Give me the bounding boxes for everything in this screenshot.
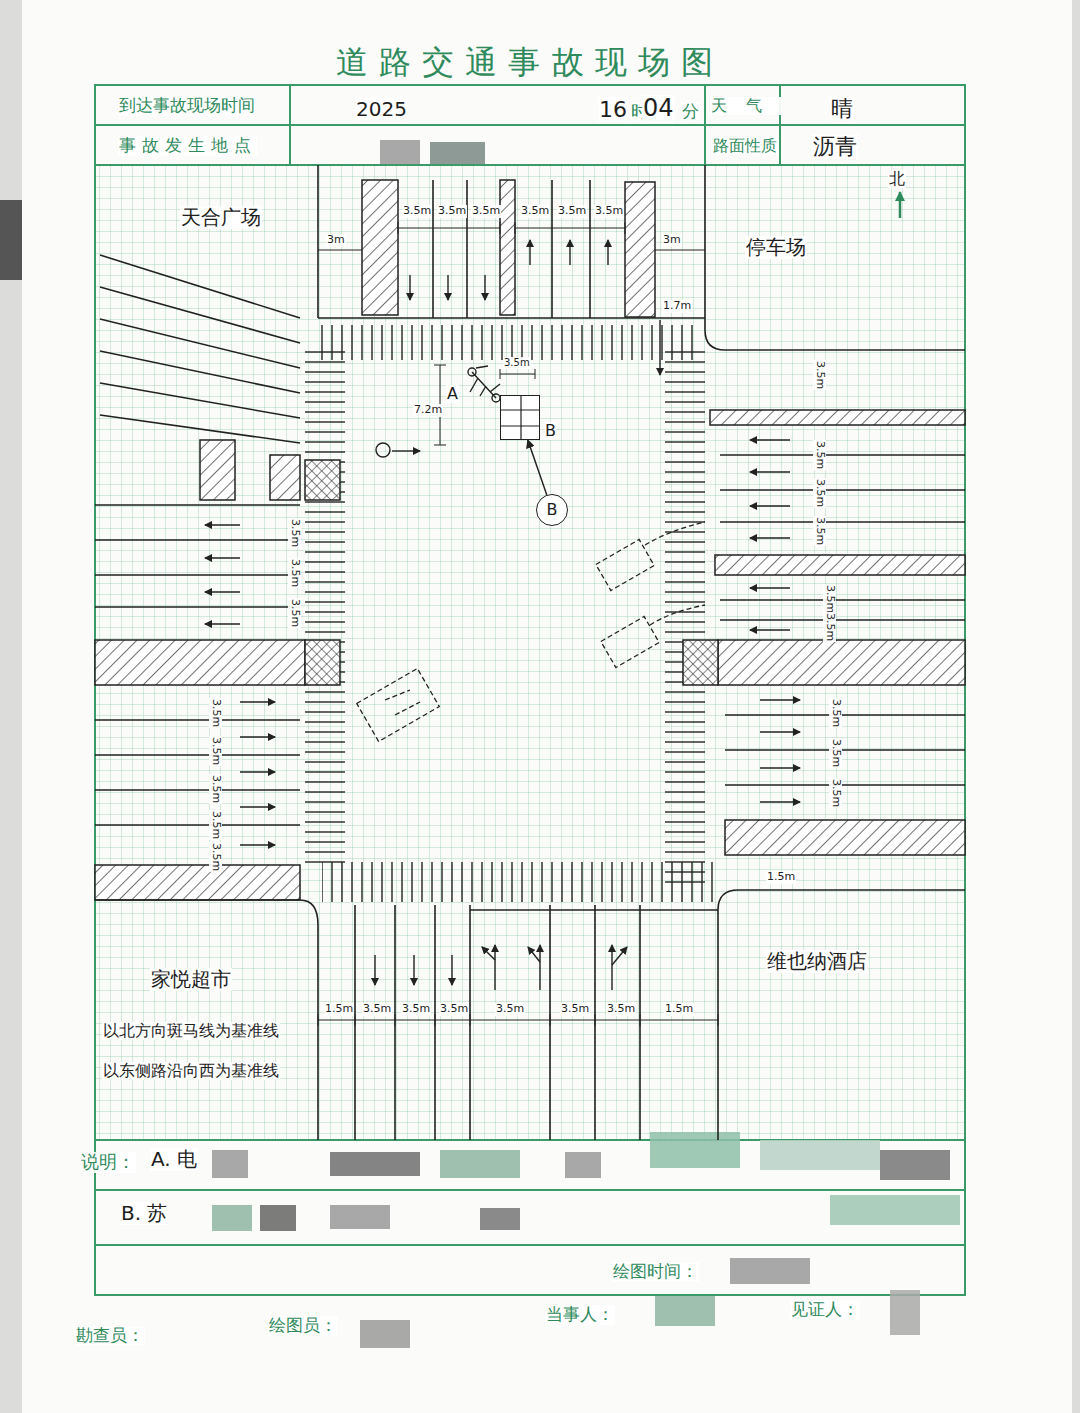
field-label: 北 xyxy=(888,170,906,188)
vehicle-letter: B xyxy=(545,422,556,440)
field-label: 维也纳酒店 xyxy=(766,950,868,973)
field-label: 沥青 xyxy=(812,134,858,159)
field-label: A xyxy=(446,385,459,403)
field-label: 绘图时间： xyxy=(612,1262,699,1282)
dimension-label: 3.5m xyxy=(288,598,301,628)
dimension-label: 3.5m xyxy=(813,478,826,508)
dimension-label: 3.5m xyxy=(209,774,222,804)
dimension-label: 3.5m xyxy=(823,612,836,642)
dimension-label: 3.5m xyxy=(829,738,842,768)
dimension-label: 3.5m xyxy=(557,205,587,218)
field-label: 路面性质 xyxy=(712,137,778,155)
form-title: 道路交通事故现场图 xyxy=(0,44,1060,81)
dimension-label: 3.5m xyxy=(288,518,301,548)
field-label: 见证人： xyxy=(790,1300,860,1320)
field-label: 以北方向斑马线为基准线 xyxy=(102,1022,280,1040)
dimension-label: 3.5m xyxy=(813,360,826,390)
field-label: 04 xyxy=(642,95,675,123)
dimension-label: 3.5m xyxy=(823,584,836,614)
dimension-label: 3.5m xyxy=(437,205,467,218)
dimension-label: 3.5m xyxy=(606,1003,636,1016)
field-label: 勘查员： xyxy=(75,1326,145,1346)
field-label: 16 xyxy=(598,97,628,122)
dimension-label: 3.5m xyxy=(362,1003,392,1016)
dimension-label: 3.5m xyxy=(288,558,301,588)
dimension-label: 3.5m xyxy=(594,205,624,218)
dimension-label: 3.5m xyxy=(520,205,550,218)
vehicle-circle: B xyxy=(536,494,568,526)
field-label: A. 电 xyxy=(150,1148,198,1171)
field-label: 分 xyxy=(681,102,700,122)
dimension-label: 3.5m xyxy=(813,516,826,546)
dimension-label: 3.5m xyxy=(439,1003,469,1016)
dimension-label: 1.5m xyxy=(324,1003,354,1016)
dimension-label: 1.7m xyxy=(662,300,692,313)
dimension-label: 3.5m xyxy=(209,736,222,766)
vehicle-detail xyxy=(501,396,539,439)
dimension-label: 3.5m xyxy=(560,1003,590,1016)
dimension-label: 3.5m xyxy=(495,1003,525,1016)
field-label: 绘图员： xyxy=(268,1316,338,1336)
field-label: 以东侧路沿向西为基准线 xyxy=(102,1062,280,1080)
circle-letter: B xyxy=(547,501,558,519)
vehicle-outline xyxy=(501,396,539,439)
dimension-label: 3.5m xyxy=(209,842,222,872)
field-label: 事故发生地点 xyxy=(118,136,258,156)
field-label: B. 苏 xyxy=(120,1202,168,1225)
field-label: 2025 xyxy=(355,98,408,121)
dimension-label: 3m xyxy=(326,234,346,247)
dimension-label: 3m xyxy=(662,234,682,247)
dimension-label: 3.5m xyxy=(209,810,222,840)
dimension-label: 7.2m xyxy=(413,404,443,417)
dimension-label: 1.5m xyxy=(766,871,796,884)
dimension-label: 1.5m xyxy=(664,1003,694,1016)
field-label: 天气 xyxy=(710,97,782,115)
vehicle-box: B xyxy=(500,395,540,440)
travel-arrow xyxy=(528,440,547,495)
field-label: 晴 xyxy=(830,96,854,121)
dimension-label: 3.5m xyxy=(829,698,842,728)
dimension-label: 3.5m xyxy=(402,205,432,218)
dimension-label: 3.5m xyxy=(829,778,842,808)
field-label: 天合广场 xyxy=(180,206,262,229)
field-label: 当事人： xyxy=(545,1305,615,1325)
dimension-label: 3.5m xyxy=(401,1003,431,1016)
dimension-label: 3.5m xyxy=(209,698,222,728)
field-label: 家悦超市 xyxy=(150,968,232,991)
field-label: 说明： xyxy=(80,1152,136,1173)
dimension-label: 3.5m xyxy=(471,205,501,218)
field-label: 停车场 xyxy=(745,236,807,259)
dimension-label: 3.5m xyxy=(503,357,531,369)
dimension-label: 3.5m xyxy=(813,440,826,470)
field-label: 到达事故现场时间 xyxy=(118,96,256,116)
